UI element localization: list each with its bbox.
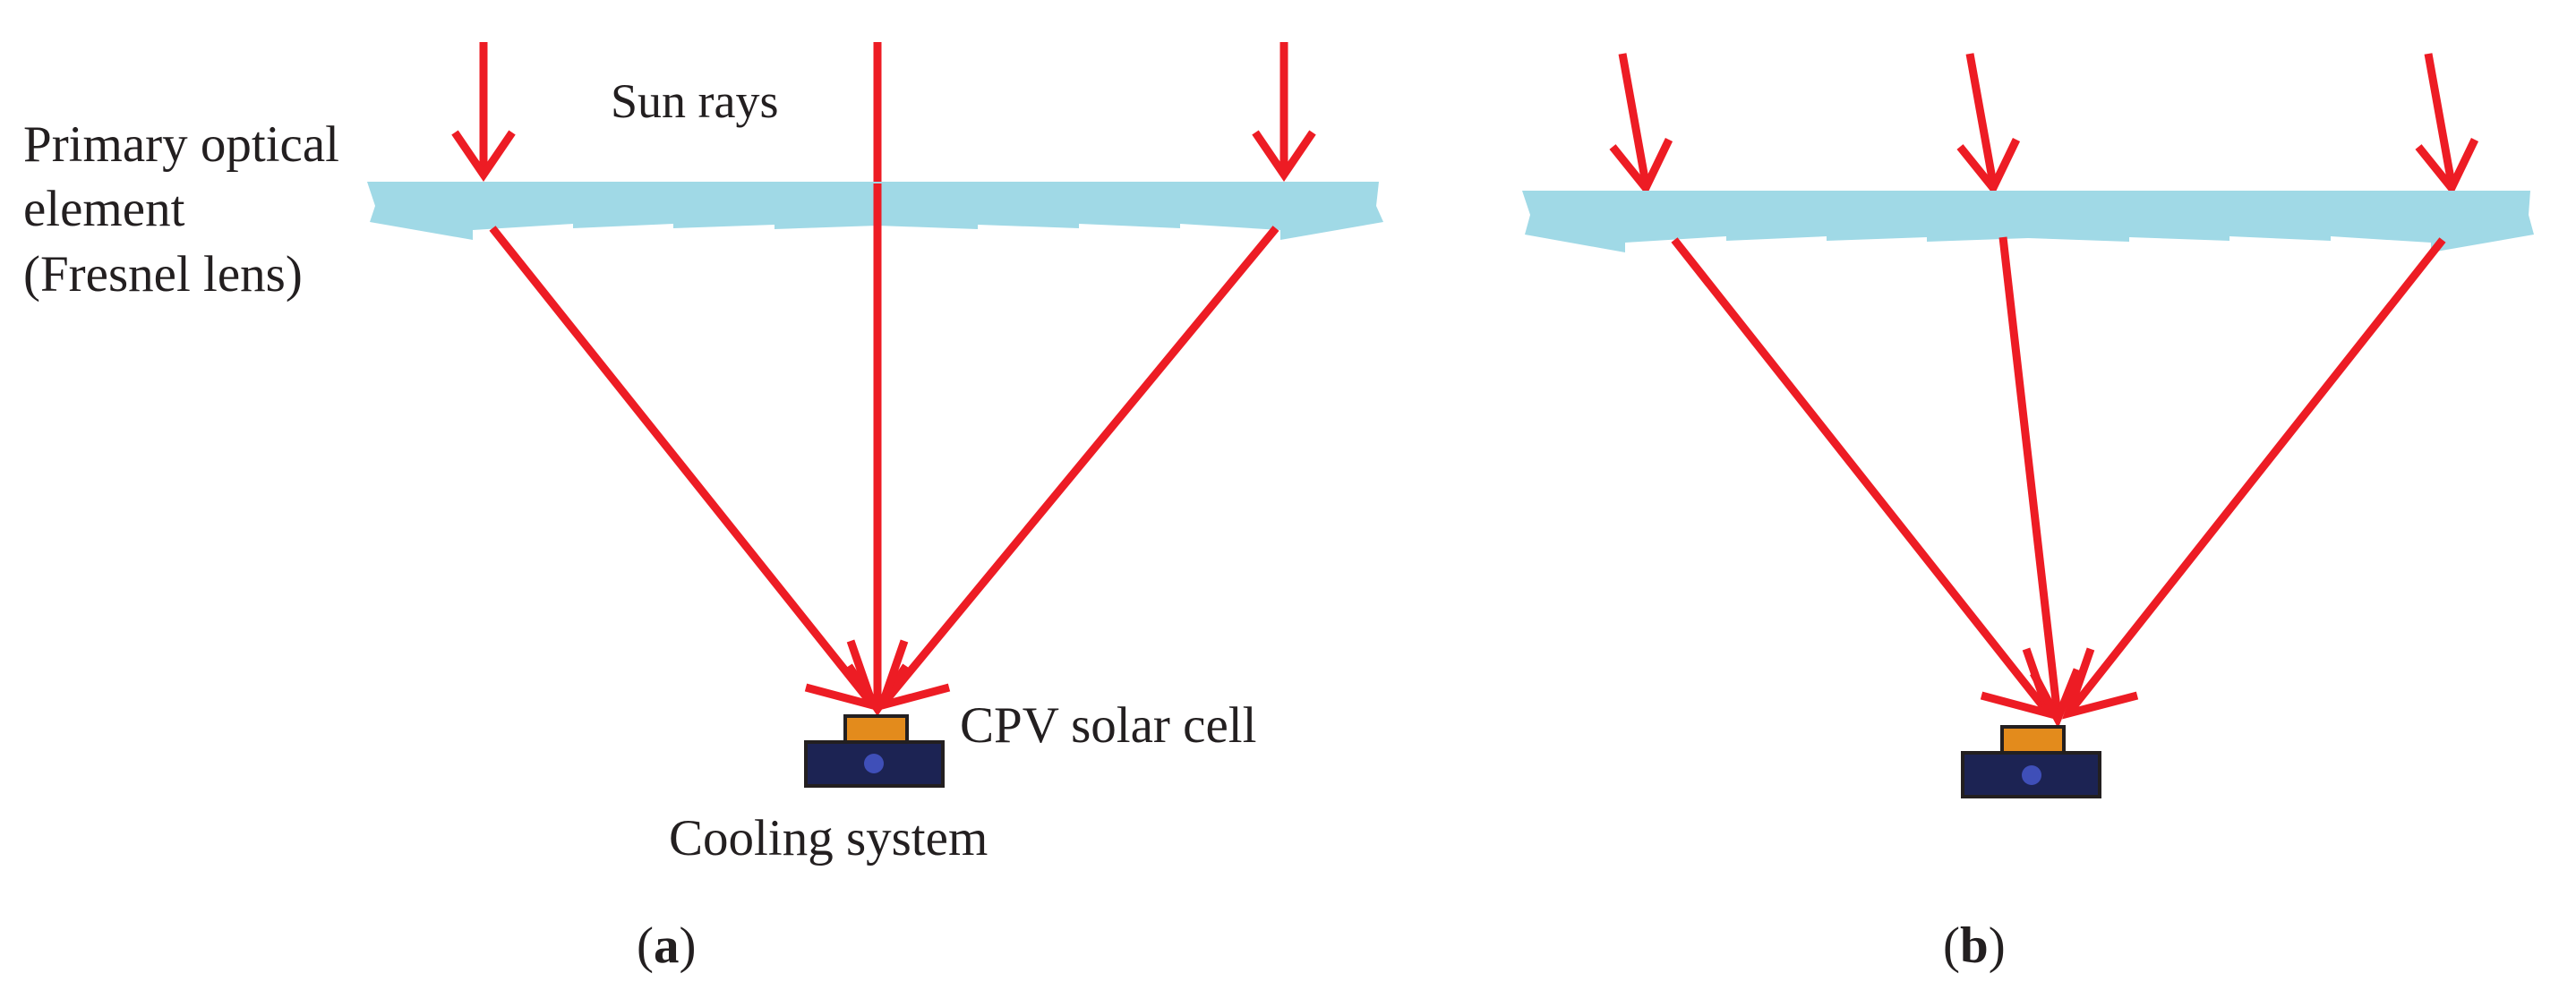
primary-optical-label-line2: element (23, 181, 185, 237)
refracted-rays-a (489, 183, 1279, 717)
cooling-system-label: Cooling system (669, 810, 988, 866)
panel-a-open-paren: ( (637, 917, 654, 974)
refracted-rays-b (1671, 236, 2446, 729)
sun-rays-label: Sun rays (611, 74, 779, 128)
incoming-sun-rays-b (1609, 53, 2479, 196)
incoming-ray-right-b (2424, 53, 2456, 184)
arrowhead-icon (1609, 138, 1673, 196)
panel-b-caption: (b) (1943, 917, 2006, 974)
arrowhead-icon (2030, 668, 2082, 729)
refracted-ray-left-b (1671, 237, 2052, 716)
incoming-ray-left-b (1618, 53, 1650, 184)
cooling-channel-dot-a (864, 754, 884, 773)
refracted-ray-right-a (878, 226, 1279, 708)
panel-a: Sun rays Primary optical element (Fresne… (23, 42, 1383, 974)
panel-b-open-paren: ( (1943, 917, 1960, 974)
cpv-solar-cell-label: CPV solar cell (960, 697, 1256, 754)
primary-optical-label-line1: Primary optical (23, 116, 339, 173)
panel-b-close-paren: ) (1989, 917, 2006, 974)
incoming-sun-rays-a (451, 42, 1316, 183)
panel-b: (b) (1522, 53, 2534, 974)
refracted-ray-left-a (489, 226, 877, 708)
refracted-ray-center-b (1998, 236, 2062, 717)
cpv-solar-cell-b (2000, 725, 2066, 755)
panel-a-close-paren: ) (679, 917, 696, 974)
arrowhead-icon (875, 639, 951, 712)
arrowhead-icon (451, 130, 516, 182)
refracted-ray-right-b (2065, 237, 2446, 716)
arrowhead-icon (2415, 138, 2479, 196)
arrowhead-icon (2061, 647, 2139, 720)
panel-a-caption: (a) (637, 917, 696, 974)
primary-optical-label-line3: (Fresnel lens) (23, 246, 303, 303)
arrowhead-icon (1252, 130, 1316, 182)
cooling-channel-dot-b (2022, 765, 2041, 785)
arrowhead-icon (1956, 138, 2021, 196)
panel-a-letter: a (654, 917, 680, 974)
panel-b-letter: b (1960, 917, 1989, 974)
incoming-ray-center-b (1965, 53, 1998, 184)
arrowhead-icon (1980, 647, 2056, 720)
cpv-solar-cell-a (843, 714, 909, 744)
fresnel-lens-b (1522, 191, 2534, 252)
